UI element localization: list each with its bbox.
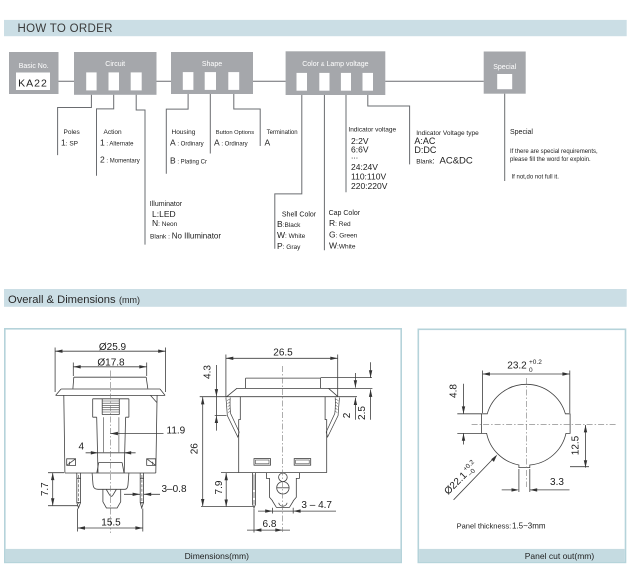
svg-text:HOW TO ORDER: HOW TO ORDER xyxy=(18,23,113,35)
svg-text:4.8: 4.8 xyxy=(449,384,460,398)
svg-text:A : Ordinary: A : Ordinary xyxy=(170,138,204,148)
svg-text:1.5~3mm: 1.5~3mm xyxy=(512,521,546,530)
svg-text:B:Black: B:Black xyxy=(277,219,301,229)
svg-text:Basic No.: Basic No. xyxy=(19,63,49,70)
svg-text:Indicator voltage: Indicator voltage xyxy=(348,127,396,134)
svg-text:If not,do not full it.: If not,do not full it. xyxy=(512,175,560,181)
svg-text:...: ... xyxy=(351,151,358,161)
svg-text:3–0.8: 3–0.8 xyxy=(162,484,187,495)
svg-text:26.5: 26.5 xyxy=(273,348,293,359)
svg-text:Color & Lamp voltage: Color & Lamp voltage xyxy=(302,61,368,68)
svg-text:A:AC: A:AC xyxy=(414,136,436,146)
svg-text:Ø17.8: Ø17.8 xyxy=(97,357,125,368)
svg-text:G: Green: G: Green xyxy=(329,230,358,240)
svg-text:3 – 4.7: 3 – 4.7 xyxy=(301,500,332,511)
svg-text:15.5: 15.5 xyxy=(101,518,121,529)
svg-text:220:220V: 220:220V xyxy=(351,181,388,191)
svg-text:Shell Color: Shell Color xyxy=(282,212,317,219)
svg-text:If there are special requireme: If there are special requirements, xyxy=(510,149,598,155)
svg-text:Ø25.9: Ø25.9 xyxy=(99,342,127,353)
svg-text:B : Plating Cr: B : Plating Cr xyxy=(170,156,207,166)
svg-text:Shape: Shape xyxy=(202,61,222,68)
svg-text:4.3: 4.3 xyxy=(203,365,214,379)
svg-text:7.7: 7.7 xyxy=(40,482,51,496)
svg-text:Illuminator: Illuminator xyxy=(150,201,183,208)
svg-text:Panel thickness:: Panel thickness: xyxy=(457,521,512,530)
svg-text:KA22: KA22 xyxy=(18,78,48,90)
svg-text:2:2V: 2:2V xyxy=(351,136,369,146)
svg-text:Cap Color: Cap Color xyxy=(329,210,361,217)
svg-text:24:24V: 24:24V xyxy=(351,162,378,172)
svg-text:6:6V: 6:6V xyxy=(351,145,369,155)
svg-text:26: 26 xyxy=(190,443,201,455)
svg-text:+0.2: +0.2 xyxy=(529,359,542,366)
svg-text:2: 2 xyxy=(342,412,353,418)
svg-text:4: 4 xyxy=(79,442,85,453)
svg-text:7.9: 7.9 xyxy=(214,480,225,494)
svg-text:6.8: 6.8 xyxy=(263,519,277,530)
svg-text:2.5: 2.5 xyxy=(357,406,368,420)
svg-text:Button Options: Button Options xyxy=(216,130,254,136)
svg-text:0: 0 xyxy=(529,367,533,374)
svg-text:12.5: 12.5 xyxy=(571,435,582,455)
svg-text:please fill the word for explo: please fill the word for exploin. xyxy=(510,157,591,163)
svg-text:D:DC: D:DC xyxy=(414,145,436,155)
svg-text:Blank: AC&DC: Blank: AC&DC xyxy=(416,156,473,167)
svg-text:W: White: W: White xyxy=(277,230,306,240)
svg-text:1: SP: 1: SP xyxy=(61,138,78,148)
svg-text:1 : Alternate: 1 : Alternate xyxy=(100,138,134,148)
svg-text:Termination: Termination xyxy=(267,130,298,136)
svg-text:A: A xyxy=(265,138,271,148)
svg-text:Action: Action xyxy=(104,129,122,136)
svg-text:Poles: Poles xyxy=(64,129,81,136)
svg-text:R: Red: R: Red xyxy=(329,218,351,228)
svg-text:23.2: 23.2 xyxy=(507,361,527,372)
svg-text:Panel cut out(mm): Panel cut out(mm) xyxy=(525,551,595,561)
svg-text:N: Neon: N: Neon xyxy=(152,218,178,228)
svg-text:3.3: 3.3 xyxy=(550,477,564,488)
svg-text:Circuit: Circuit xyxy=(105,61,125,68)
svg-text:A : Ordinary: A : Ordinary xyxy=(214,138,248,148)
svg-text:Blank : No Illuminator: Blank : No Illuminator xyxy=(150,232,221,241)
svg-text:2 : Momentary: 2 : Momentary xyxy=(100,155,140,165)
svg-text:L:LED: L:LED xyxy=(152,209,176,219)
svg-text:W:White: W:White xyxy=(329,241,356,251)
svg-text:Indicator Voltage type: Indicator Voltage type xyxy=(416,130,479,137)
svg-text:110:110V: 110:110V xyxy=(351,172,386,182)
svg-text:–0: –0 xyxy=(467,467,477,477)
svg-text:11.9: 11.9 xyxy=(167,426,186,437)
svg-text:Ø22.1: Ø22.1 xyxy=(442,470,469,497)
svg-text:Housing: Housing xyxy=(172,129,196,136)
svg-text:P: Gray: P: Gray xyxy=(277,241,301,251)
svg-text:Special: Special xyxy=(510,129,533,136)
svg-text:(mm): (mm) xyxy=(119,295,140,305)
svg-text:Dimensions(mm): Dimensions(mm) xyxy=(185,551,249,561)
svg-text:Overall & Dimensions: Overall & Dimensions xyxy=(8,294,116,306)
svg-text:Special: Special xyxy=(493,64,516,71)
